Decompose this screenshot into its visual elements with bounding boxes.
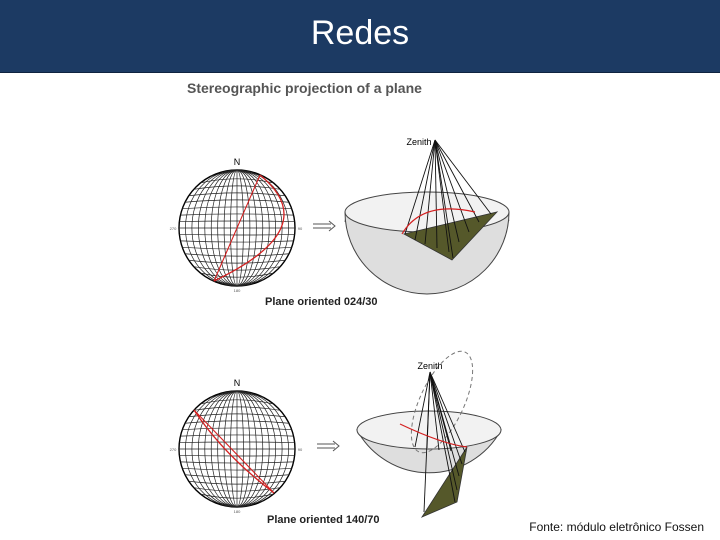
north-label-1: N xyxy=(234,157,241,167)
net-parallel xyxy=(210,392,264,398)
panel-1: N 270 90 180 xyxy=(170,137,510,308)
hemisphere-diagram-2: Zenith xyxy=(356,350,502,518)
net-parallel xyxy=(179,234,295,236)
east-label-1: 90 xyxy=(298,226,303,231)
arrow-1 xyxy=(313,220,336,232)
net-parallel xyxy=(210,171,264,177)
stereonet-1: N 270 90 180 xyxy=(170,157,303,293)
plane-1 xyxy=(402,211,499,261)
panel-2-caption: Plane oriented 140/70 xyxy=(267,514,380,526)
strike-line-2 xyxy=(193,409,275,494)
strike-line-1 xyxy=(213,174,261,282)
hemisphere-diagram-1: Zenith xyxy=(344,137,510,295)
south-label-1: 180 xyxy=(234,288,241,293)
net-parallel xyxy=(180,434,294,437)
projected-circle-2 xyxy=(399,423,468,448)
net-parallel xyxy=(180,213,294,216)
projection-ray xyxy=(434,139,438,249)
west-label-2: 270 xyxy=(170,447,177,452)
stereonet-2: N 270 90 180 xyxy=(170,378,303,514)
slide-title: Redes xyxy=(310,14,410,52)
projection-ray xyxy=(429,371,440,451)
net-parallel xyxy=(188,480,286,485)
net-parallel xyxy=(180,461,294,464)
net-parallel xyxy=(193,266,281,271)
projection-ray xyxy=(414,139,436,241)
panel-2: N 270 90 180 Zenith xyxy=(170,350,502,526)
net-grid-2 xyxy=(179,390,295,508)
arrow-2 xyxy=(317,440,340,452)
great-circle-2 xyxy=(193,409,275,494)
net-parallel xyxy=(188,259,286,264)
dashed-cone-outline-2 xyxy=(410,350,474,454)
source-credit: Fonte: módulo eletrônico Fossen xyxy=(529,520,704,534)
net-parallel xyxy=(185,420,289,424)
net-parallel xyxy=(180,240,294,243)
net-parallel xyxy=(179,455,295,457)
projection-ray xyxy=(434,139,470,233)
stereographic-figure: Stereographic projection of a plane N 27… xyxy=(157,72,517,532)
net-grid-1 xyxy=(178,169,295,287)
projected-circle-1 xyxy=(401,208,476,235)
projection-ray xyxy=(424,139,436,245)
net-parallel xyxy=(182,206,292,210)
net-parallel xyxy=(200,399,274,405)
net-parallel xyxy=(182,467,292,471)
net-parallel xyxy=(188,192,286,197)
east-label-2: 90 xyxy=(298,447,303,452)
south-label-2: 180 xyxy=(234,509,241,514)
projection-rays-2 xyxy=(414,371,466,513)
figure-heading: Stereographic projection of a plane xyxy=(187,80,422,96)
projection-ray xyxy=(434,139,450,253)
net-parallel xyxy=(185,474,289,478)
net-parallel xyxy=(179,220,295,222)
west-label-1: 270 xyxy=(170,226,177,231)
zenith-label-1: Zenith xyxy=(406,137,431,147)
projection-ray xyxy=(423,371,431,513)
net-parallel xyxy=(200,272,274,278)
projection-ray xyxy=(414,371,431,448)
net-parallel xyxy=(182,246,292,250)
projection-ray xyxy=(429,371,463,465)
projection-ray xyxy=(404,139,436,235)
net-parallel xyxy=(210,500,264,506)
projection-ray xyxy=(434,139,492,215)
north-label-2: N xyxy=(234,378,241,388)
projection-ray xyxy=(434,139,454,259)
projection-ray xyxy=(429,371,456,503)
projection-ray xyxy=(434,139,460,243)
net-parallel xyxy=(193,406,281,411)
net-parallel xyxy=(185,199,289,203)
projection-ray xyxy=(434,139,480,223)
projection-ray xyxy=(429,371,458,491)
net-parallel xyxy=(182,427,292,431)
projection-ray xyxy=(429,371,452,452)
panel-1-caption: Plane oriented 024/30 xyxy=(265,296,378,308)
net-parallel xyxy=(179,441,295,443)
projection-ray xyxy=(429,371,466,453)
slide-header: Redes xyxy=(0,0,720,73)
hemisphere-top-2 xyxy=(356,410,502,450)
projection-rays-1 xyxy=(404,139,492,259)
net-parallel xyxy=(193,487,281,492)
net-parallel xyxy=(185,253,289,257)
zenith-label-2: Zenith xyxy=(417,361,442,371)
net-parallel xyxy=(200,493,274,499)
net-parallel xyxy=(193,185,281,190)
great-circle-1 xyxy=(213,174,285,282)
figure-svg: Stereographic projection of a plane N 27… xyxy=(170,80,510,526)
